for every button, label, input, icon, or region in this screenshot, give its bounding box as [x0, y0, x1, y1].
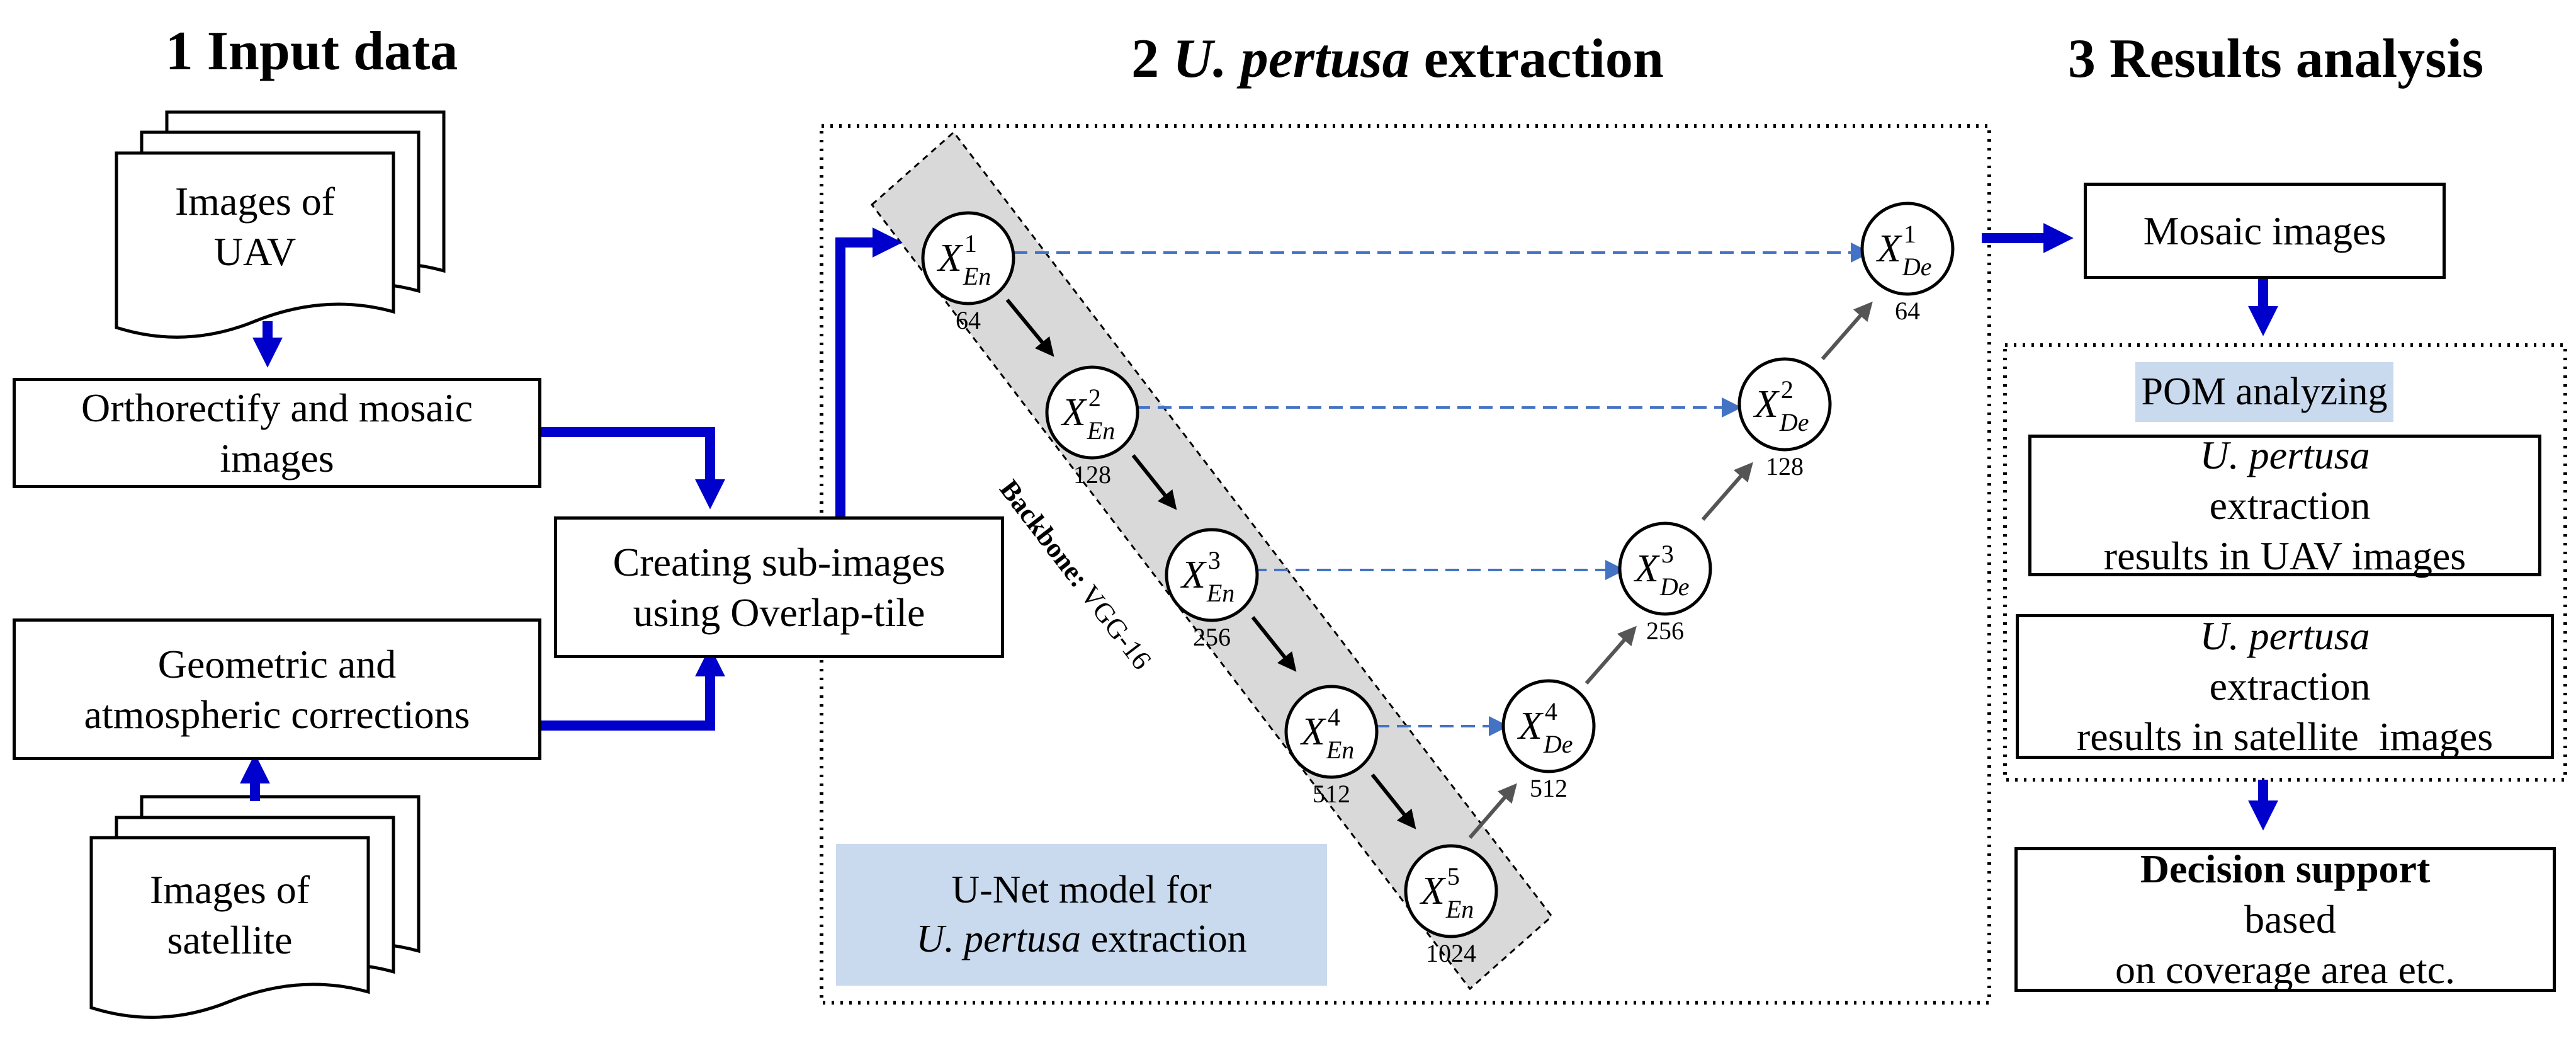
- unet-model-label: U-Net model for U. pertusa extraction: [836, 844, 1327, 986]
- unet-label-species: U. pertusa: [916, 917, 1082, 960]
- decoder-node-channels: 512: [1530, 774, 1568, 802]
- flow-arrows: [240, 223, 2278, 831]
- subimages-line1: Creating sub-images: [613, 539, 946, 584]
- encoder-node-channels: 1024: [1426, 939, 1476, 967]
- decoder-node-channels: 256: [1646, 617, 1684, 645]
- satellite-images-doc-stack: [89, 795, 421, 1019]
- decoder-node-channels: 64: [1895, 297, 1920, 325]
- mosaic-images-box: Mosaic images: [2084, 183, 2446, 279]
- satellite-results-box: U. pertusa extraction results in satelli…: [2016, 611, 2554, 759]
- unet-label-line2: U. pertusa extraction: [916, 915, 1246, 964]
- decoder-node-circle: [1737, 357, 1832, 452]
- decision-support-bold: Decision support: [2140, 846, 2431, 891]
- uav-images-doc-stack: [115, 110, 446, 339]
- input-data-heading: 1 Input data: [166, 24, 458, 79]
- extraction-heading-species: U. pertusa: [1173, 28, 1410, 89]
- encoder-node-circle: [1404, 844, 1498, 938]
- results-analysis-heading: 3 Results analysis: [2068, 31, 2483, 87]
- orthorectify-box: Orthorectify and mosaic images: [13, 378, 541, 488]
- uav-results-rest: extraction: [2199, 482, 2371, 528]
- arrow-subimages-to-unet: [835, 227, 903, 516]
- orthorectify-line2: images: [220, 435, 334, 481]
- uav-results-line2: results in UAV images: [2103, 533, 2466, 578]
- uav-doc-line2: UAV: [213, 229, 297, 274]
- decision-support-box: Decision support based on coverage area …: [2014, 844, 2556, 992]
- satellite-results-line2: results in satellite images: [2076, 714, 2494, 759]
- skip-connections: [1014, 242, 1871, 736]
- extraction-heading: 2 U. pertusa extraction: [1131, 31, 1664, 87]
- decoder-node-circle: [1860, 202, 1955, 296]
- decision-support-rest: based: [2234, 897, 2336, 942]
- pom-analyzing-text: POM analyzing: [2141, 370, 2388, 413]
- arrow-corrections-to-subimages: [541, 646, 725, 731]
- pom-analyzing-label: POM analyzing: [2135, 362, 2393, 422]
- uav-doc-line1: Images of: [174, 179, 336, 224]
- corrections-line2: atmospheric corrections: [84, 692, 470, 737]
- satellite-images-doc-label: Images of satellite: [91, 847, 368, 982]
- uav-results-species: U. pertusa: [2200, 432, 2370, 477]
- extraction-heading-rest: extraction: [1409, 28, 1664, 89]
- decision-support-line1: Decision support based: [2140, 844, 2431, 945]
- corrections-line1: Geometric and: [157, 641, 397, 686]
- decoder-arrows: [1468, 301, 1873, 839]
- encoder-node-channels: 128: [1073, 460, 1111, 489]
- satellite-results-species: U. pertusa: [2200, 613, 2370, 658]
- decoder-node-channels: 128: [1766, 452, 1804, 481]
- encoder-node-circle: [1284, 685, 1379, 779]
- decoder-node-circle: [1618, 521, 1712, 616]
- decision-support-line2: on coverage area etc.: [2115, 947, 2456, 992]
- unet-label-line1: U-Net model for: [951, 869, 1212, 911]
- extraction-heading-number: 2: [1131, 28, 1173, 89]
- uav-results-box: U. pertusa extraction results in UAV ima…: [2028, 433, 2541, 578]
- uav-results-line1: U. pertusa extraction: [2199, 430, 2371, 531]
- satellite-doc-line1: Images of: [149, 867, 310, 912]
- encoder-node-circle: [1165, 528, 1259, 622]
- corrections-box: Geometric and atmospheric corrections: [13, 618, 541, 760]
- satellite-results-line1: U. pertusa extraction: [2199, 611, 2371, 712]
- subimages-line2: using Overlap-tile: [633, 590, 925, 635]
- pom-frame: [2003, 343, 2567, 782]
- uav-images-doc-label: Images of UAV: [116, 161, 393, 293]
- orthorectify-line1: Orthorectify and mosaic: [81, 385, 473, 430]
- arrow-orthorectify-to-subimages: [541, 427, 725, 510]
- input-heading-text: 1 Input data: [165, 21, 458, 82]
- unet-label-rest: extraction: [1081, 917, 1247, 960]
- encoder-node-channels: 256: [1193, 623, 1231, 651]
- encoder-node-circle: [921, 211, 1015, 305]
- encoder-node-channels: 64: [956, 306, 981, 334]
- decoder-node-circle: [1501, 679, 1596, 773]
- subimages-box: Creating sub-images using Overlap-tile: [554, 516, 1004, 658]
- mosaic-images-text: Mosaic images: [2143, 208, 2387, 253]
- encoder-node-channels: 512: [1313, 780, 1350, 808]
- results-heading-text: 3 Results analysis: [2067, 28, 2484, 89]
- encoder-arrows: [1005, 299, 1416, 829]
- satellite-results-rest: extraction: [2199, 664, 2371, 709]
- satellite-doc-line2: satellite: [167, 917, 293, 962]
- encoder-node-circle: [1045, 365, 1139, 460]
